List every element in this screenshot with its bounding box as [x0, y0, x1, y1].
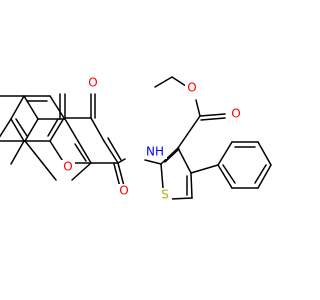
thiophene-s-background [158, 188, 172, 202]
bond-s-c5 [170, 197, 193, 200]
bond-pyran-c3-c2 [103, 140, 119, 164]
bond-carbonyl-o-double-2 [200, 117, 226, 121]
bond-arom-f [49, 117, 65, 142]
bond-co-o-2 [113, 163, 121, 188]
bond-arom-d [10, 118, 25, 142]
bond-phenyl-double-3 [222, 164, 236, 184]
bond-c2-c3-ring-double [74, 143, 87, 162]
bond-carbonyl-o-double-1 [199, 113, 226, 117]
ester-carbonyl-o-background [229, 107, 243, 121]
bond-pyran-c8a-o1 [49, 140, 65, 164]
bond-c2-c3-ring [77, 140, 92, 164]
bond-pyran-c4-c3 [90, 117, 105, 142]
amide-nh-background [143, 145, 167, 159]
bond-arom-double-3 [47, 118, 59, 137]
amide-o-background [117, 184, 131, 198]
bond-co-o-1 [117, 162, 125, 187]
bond-c2-s [160, 163, 164, 189]
chromone-ring-o-background [61, 160, 75, 174]
bond-c8a-o1 [24, 140, 57, 181]
ester-ether-o-label: O [187, 81, 196, 95]
bonds [0, 76, 272, 200]
bond-c5-c4 [190, 172, 193, 199]
bond-phenyl-3 [257, 141, 272, 166]
bond-c2-c3-double [164, 148, 180, 163]
bond-methyl [0, 118, 12, 138]
bond-c2-nh [144, 159, 162, 165]
bond-benz-1 [23, 95, 39, 120]
bond-phenyl-4 [257, 164, 272, 189]
molecule-structure: O O O O O NH S [0, 76, 272, 202]
bond-arom-double-2 [15, 118, 28, 137]
bond-ch3-ch2 [154, 76, 173, 88]
atom-labels: O O O O O NH S [61, 76, 243, 202]
ester-carbonyl-o-label: O [231, 107, 240, 121]
bond-phenyl-1 [217, 141, 233, 166]
bond-c3-c4-ring [64, 118, 79, 142]
thiophene-s-label: S [161, 188, 169, 202]
bond-nh-co [117, 158, 126, 164]
bond-phenyl-double-2 [254, 164, 267, 184]
bond-c4a-c8a [24, 118, 39, 142]
amide-o-label: O [119, 184, 128, 198]
bond-c3-c2 [160, 147, 179, 165]
bond-arom-c [10, 95, 25, 120]
chromone-keto-o-background [86, 76, 100, 90]
chromone-keto-o-label: O [88, 76, 97, 90]
bond-pyran-double [107, 137, 122, 161]
bond-o-carbonyl [195, 99, 201, 117]
amide-nh-label: NH [146, 145, 164, 159]
bond-c4-phenyl [190, 164, 219, 174]
bond-o1-c2 [71, 162, 92, 181]
chromone-ring-o-label: O [63, 160, 72, 174]
bond-phenyl-6 [217, 164, 233, 189]
bond-methyl-visible [10, 140, 25, 165]
bond-c3-c4 [177, 147, 192, 174]
bond-arom-a [49, 95, 65, 119]
bond-carbonyl-c3 [177, 115, 201, 149]
ester-ether-o-background [185, 81, 199, 95]
